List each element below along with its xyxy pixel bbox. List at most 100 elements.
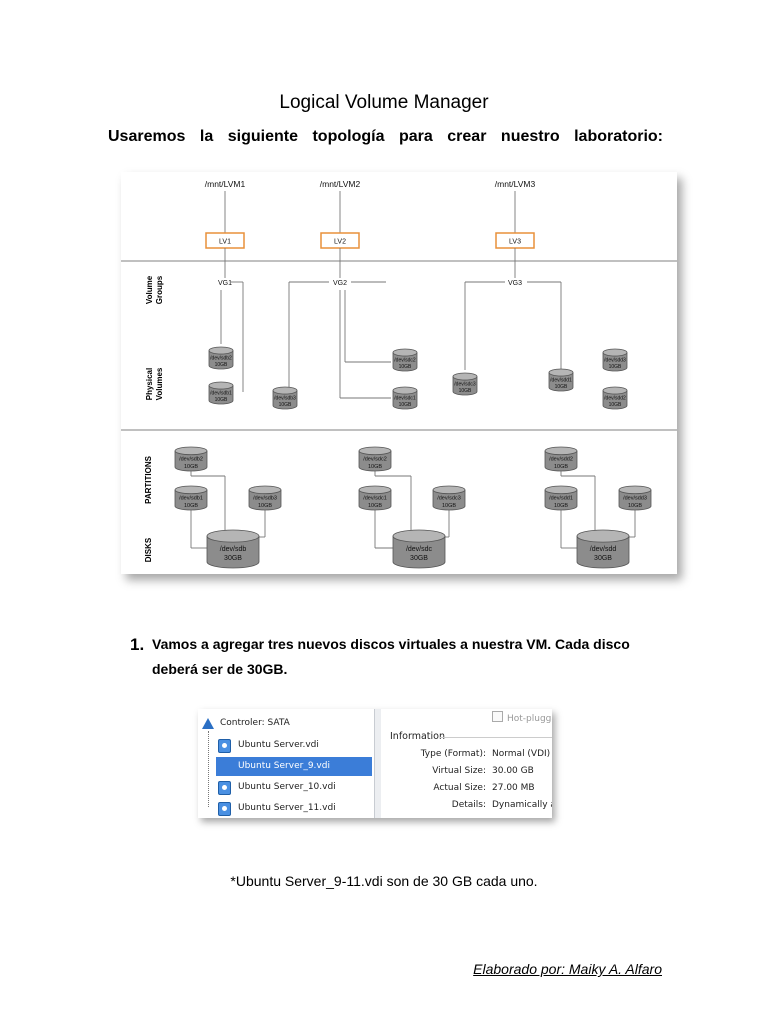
pv-cylinder-9-body — [602, 390, 628, 410]
disk-row-2[interactable]: Ubuntu Server_10.vdi — [198, 778, 374, 797]
disk-cylinder-2-size: 30GB — [410, 555, 428, 562]
partition-cylinder-4-label: /dev/sdc2 — [363, 457, 387, 463]
pv-cylinder-8-body — [602, 352, 628, 372]
pv-cylinder-6-top — [452, 372, 478, 381]
partition-cylinder-5-size: 10GB — [368, 503, 382, 509]
partition-cylinder-9-top — [618, 485, 652, 495]
disk-cylinder-1-label: /dev/sdb — [220, 546, 247, 553]
partition-cylinder-1-body — [174, 450, 208, 472]
disk-cylinder-1-size: 30GB — [224, 555, 242, 562]
info-title: Information — [390, 731, 445, 742]
info-key: Actual Size: — [433, 783, 486, 793]
info-key: Details: — [451, 800, 486, 810]
pv-cylinder-7-size: 10GB — [555, 384, 568, 390]
pv-cylinder-5-body — [392, 390, 418, 410]
partition-cylinder-4-top — [358, 446, 392, 456]
pv-cylinder-1-body — [208, 350, 234, 370]
partition-cylinder-3-label: /dev/sdb3 — [253, 496, 277, 502]
mount-point-3: /mnt/LVM3 — [495, 179, 536, 189]
disk-icon — [218, 781, 231, 795]
disk-icon — [218, 802, 231, 816]
pv-cylinder-1-size: 10GB — [215, 362, 228, 368]
pv-cylinder-9-top — [602, 386, 628, 395]
disk-cylinder-2-top — [392, 529, 446, 543]
pv-cylinder-8-label: /dev/sdd3 — [604, 358, 626, 364]
info-value: Normal (VDI) — [492, 749, 551, 759]
info-row: Type (Format): Normal (VDI) — [382, 746, 552, 762]
pv-cylinder-9-size: 10GB — [609, 402, 622, 408]
page-title: Logical Volume Manager — [279, 92, 489, 113]
pv-cylinder-6-label: /dev/sdc3 — [454, 382, 476, 388]
disk-label: Ubuntu Server.vdi — [238, 740, 319, 750]
partition-cylinder-5-label: /dev/sdc1 — [363, 496, 387, 502]
partition-cylinder-2-size: 10GB — [184, 503, 198, 509]
partition-cylinder-9-body — [618, 489, 652, 511]
disk-cylinder-3-top — [576, 529, 630, 543]
disk-cylinder-3-label: /dev/sdd — [590, 546, 617, 553]
partition-cylinder-1-size: 10GB — [184, 464, 198, 470]
pv-cylinder-3-top — [272, 386, 298, 395]
info-row: Actual Size: 27.00 MB — [382, 780, 552, 796]
pv-cylinder-4-top — [392, 348, 418, 357]
partition-cylinder-2-body — [174, 489, 208, 511]
partition-cylinder-7-body — [544, 450, 578, 472]
info-value: 27.00 MB — [492, 783, 535, 793]
partition-cylinder-8-size: 10GB — [554, 503, 568, 509]
disk-row-1[interactable]: Ubuntu Server_9.vdi — [198, 757, 374, 776]
partition-cylinder-8-body — [544, 489, 578, 511]
pv-cylinder-2-top — [208, 381, 234, 390]
mount-point-1: /mnt/LVM1 — [205, 179, 246, 189]
partition-cylinder-3-body — [248, 489, 282, 511]
partition-cylinder-9-label: /dev/sdd3 — [623, 496, 647, 502]
pv-cylinder-9-label: /dev/sdd2 — [604, 396, 626, 402]
pv-cylinder-1-top — [208, 346, 234, 355]
partition-cylinder-1-label: /dev/sdb2 — [179, 457, 203, 463]
partition-cylinder-3-size: 10GB — [258, 503, 272, 509]
pv-cylinder-4-size: 10GB — [399, 364, 412, 370]
lvm-diagram-canvas: Volume Groups Physical Volumes PARTITION… — [121, 179, 677, 569]
partition-cylinder-8-top — [544, 485, 578, 495]
pv-cylinder-8-top — [602, 348, 628, 357]
partition-cylinder-9-size: 10GB — [628, 503, 642, 509]
disk-cylinder-3-size: 30GB — [594, 555, 612, 562]
label-partitions: PARTITIONS — [144, 455, 153, 504]
pv-cylinder-2-size: 10GB — [215, 397, 228, 403]
page-subtitle: Usaremos la siguiente topología para cre… — [108, 128, 663, 145]
lv-label-1: LV1 — [219, 239, 231, 246]
partition-cylinder-6-size: 10GB — [442, 503, 456, 509]
disk-cylinder-3-body — [576, 536, 630, 569]
partition-cylinder-7-top — [544, 446, 578, 456]
panel-divider[interactable] — [374, 709, 381, 818]
pv-cylinder-7-body — [548, 372, 574, 392]
controller-row[interactable]: Controler: SATA — [198, 714, 374, 733]
pv-cylinder-7-label: /dev/sdd1 — [550, 378, 572, 384]
pv-cylinder-4-label: /dev/sdc2 — [394, 358, 416, 364]
disk-cylinder-2-label: /dev/sdc — [406, 546, 433, 553]
pv-cylinder-7-top — [548, 368, 574, 377]
info-key: Type (Format): — [420, 749, 486, 759]
partition-cylinder-5-top — [358, 485, 392, 495]
label-physical-volumes-2: Volumes — [155, 367, 164, 400]
partition-cylinder-3-top — [248, 485, 282, 495]
pv-cylinder-8-size: 10GB — [609, 364, 622, 370]
lv-label-3: LV3 — [509, 239, 521, 246]
partition-cylinder-1-top — [174, 446, 208, 456]
hotplug-checkbox[interactable] — [492, 711, 503, 722]
lvm-topology-figure: Volume Groups Physical Volumes PARTITION… — [121, 172, 689, 592]
mount-point-2: /mnt/LVM2 — [320, 179, 361, 189]
disk-row-3[interactable]: Ubuntu Server_11.vdi — [198, 799, 374, 818]
hotplug-option[interactable]: Hot-plugga — [492, 711, 552, 724]
label-physical-volumes-1: Physical — [145, 368, 154, 400]
info-row: Virtual Size: 30.00 GB — [382, 763, 552, 779]
step-text: Vamos a agregar tres nuevos discos virtu… — [152, 636, 630, 677]
disk-label: Ubuntu Server_11.vdi — [238, 803, 336, 813]
label-volume-groups-1: Volume — [145, 275, 154, 304]
vg-label-1: VG1 — [218, 280, 232, 287]
vg-label-3: VG3 — [508, 280, 522, 287]
disk-row-0[interactable]: Ubuntu Server.vdi — [198, 736, 374, 755]
pv-cylinder-6-size: 10GB — [459, 388, 472, 394]
partition-cylinder-8-label: /dev/sdd1 — [549, 496, 573, 502]
disk-icon — [218, 739, 231, 753]
disk-cylinder-1-body — [206, 536, 260, 569]
disk-label: Ubuntu Server_9.vdi — [216, 757, 372, 776]
